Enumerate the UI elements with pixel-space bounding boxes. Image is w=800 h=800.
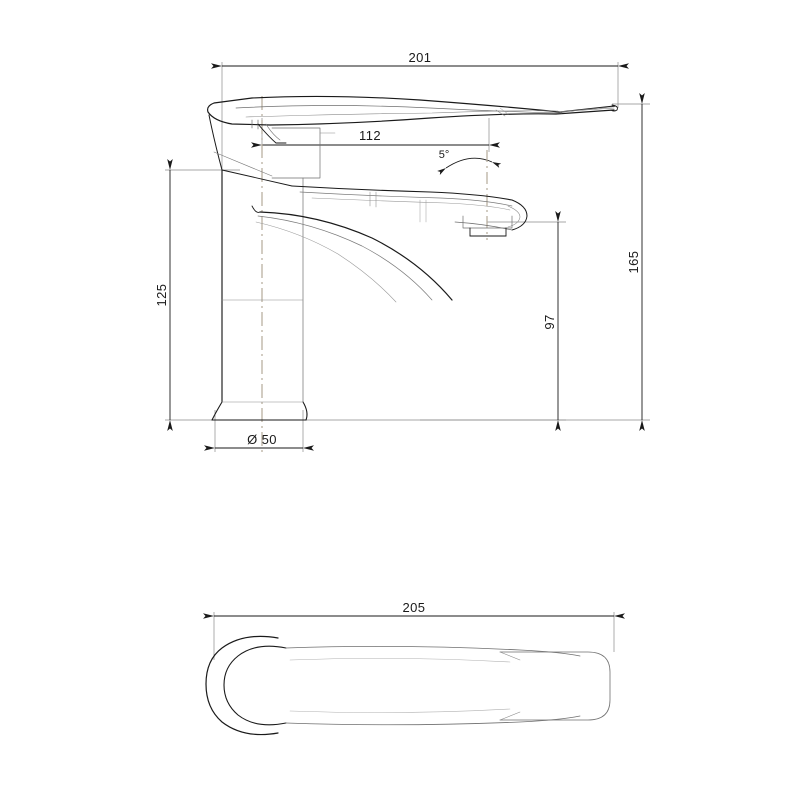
plan-geometry [205,635,611,736]
dimension-overall-length: 201 [211,50,629,69]
dimension-plan-length: 205 [203,600,625,619]
faucet-spout [251,185,528,303]
lever-hub [251,119,336,179]
side-elevation-view: 201 112 5° 125 Ø 50 [154,50,650,452]
dimension-base-diameter: Ø 50 [204,432,314,451]
spout-aerator [462,215,513,237]
base-flare [211,401,308,421]
faucet-side-geometry [207,95,618,421]
dimension-label-overall-length: 201 [409,50,432,65]
dimension-label-plan-length: 205 [403,600,426,615]
dimension-label-lever-angle: 5° [439,149,450,161]
dimension-spout-projection: 112 [251,128,500,148]
plan-view: 205 [203,600,625,736]
dimension-spout-height: 97 [542,211,561,431]
faucet-body [208,114,304,403]
dimension-label-overall-height: 165 [626,251,641,274]
dimension-body-height: 125 [154,159,173,431]
dimension-overall-height: 165 [626,93,645,431]
lever-handle [207,95,618,126]
dimension-label-spout-projection: 112 [359,128,381,143]
dimension-label-body-height: 125 [154,284,169,307]
extension-lines [165,62,650,452]
dimension-label-spout-height: 97 [542,314,557,329]
dimension-lever-angle: 5° [437,149,502,175]
